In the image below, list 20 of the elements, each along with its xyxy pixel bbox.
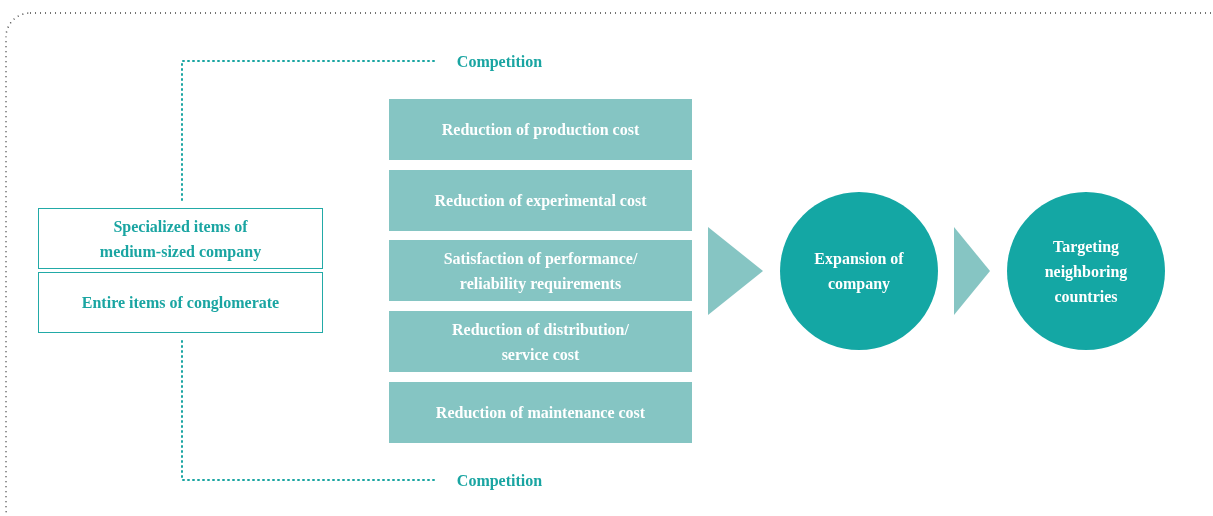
box-text: Entire items of conglomerate	[81, 293, 280, 314]
factor-box	[389, 240, 692, 301]
competition-label: Competition	[456, 51, 543, 73]
factor-box	[389, 99, 692, 160]
factor-box	[389, 382, 692, 443]
box-text: Reduction of production cost	[441, 120, 640, 141]
box-text: Satisfaction of performance/ reliability requirements	[442, 248, 639, 295]
box-text: Reduction of maintenance cost	[435, 403, 646, 423]
chevron-arrow	[708, 227, 763, 315]
factor-box	[389, 311, 692, 372]
box-text: Targeting neighboring countries	[1043, 236, 1129, 307]
box-text: Reduction of experimental cost	[434, 191, 647, 212]
box-text: Reduction of distribution/ service cost	[451, 319, 630, 365]
box-text: Specialized items of medium-sized company	[98, 216, 263, 263]
competition-label: Competition	[456, 470, 543, 492]
chevron-arrow	[954, 227, 990, 315]
item-box	[38, 272, 323, 333]
item-box	[38, 208, 323, 269]
box-text: Expansion of company	[813, 249, 905, 295]
factor-box	[389, 170, 692, 231]
